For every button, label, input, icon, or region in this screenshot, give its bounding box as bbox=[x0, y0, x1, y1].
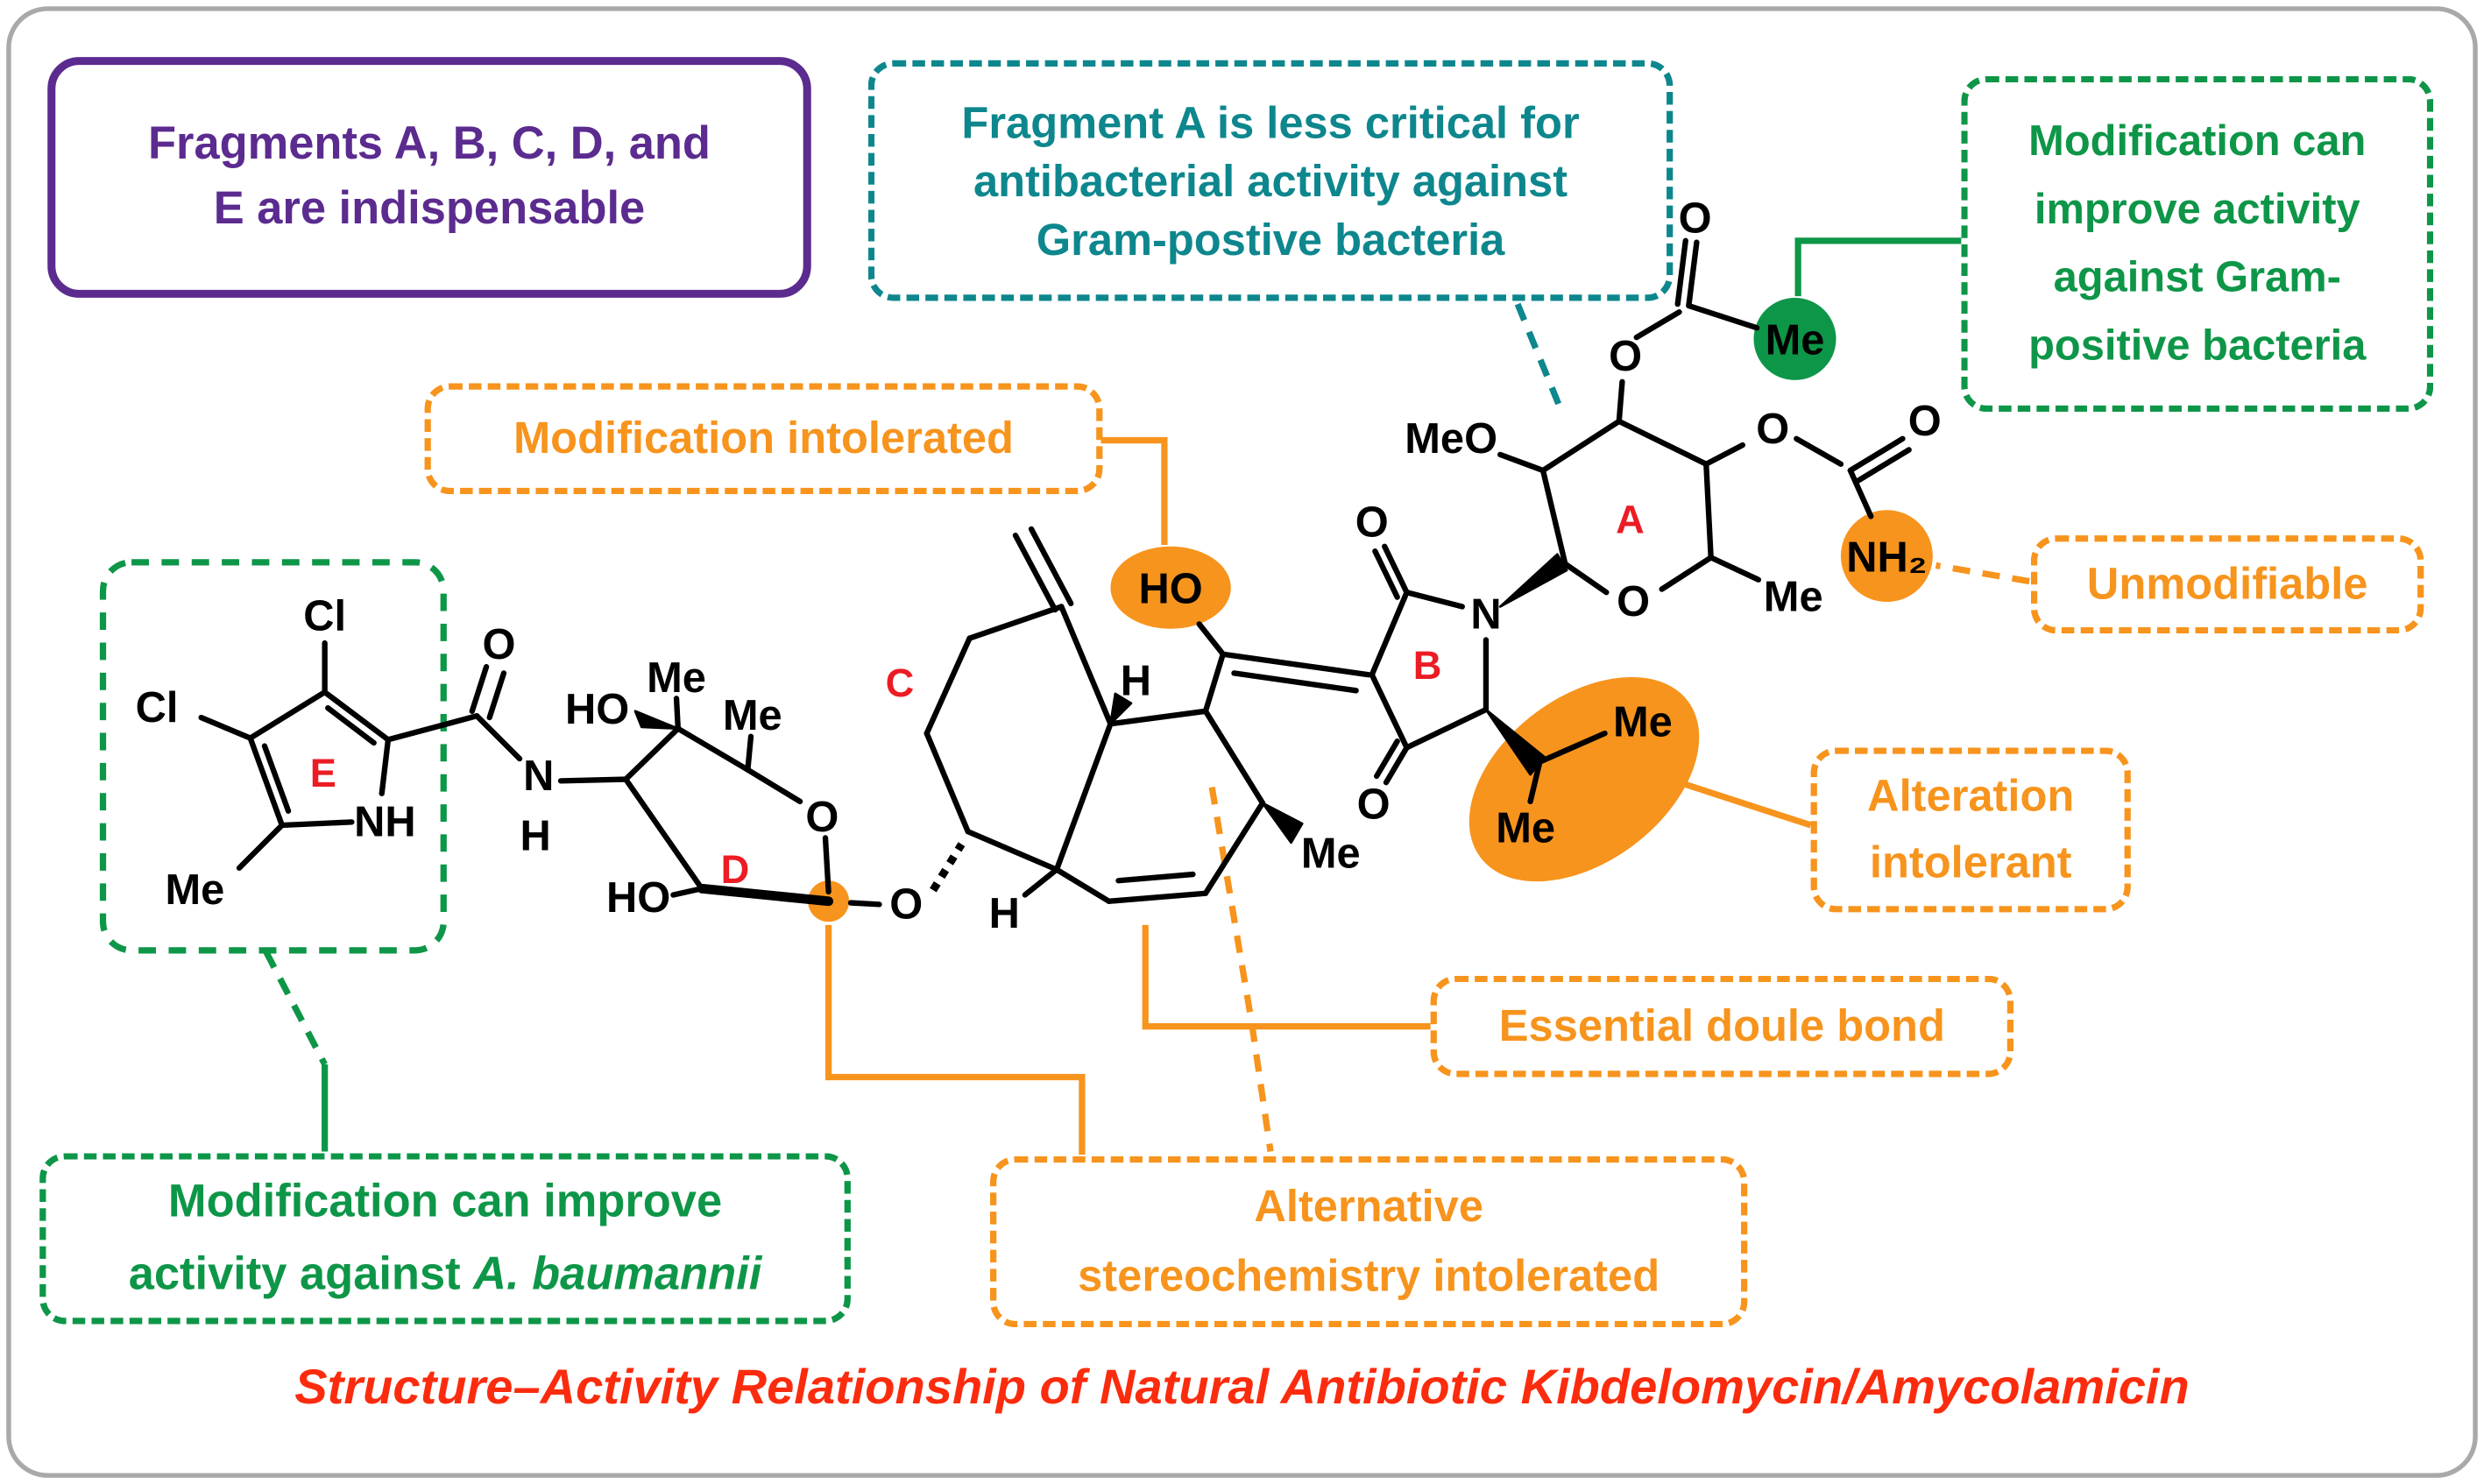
highlight-acetyl-me bbox=[1753, 297, 1836, 380]
callout-text-prefix: activity against bbox=[128, 1249, 461, 1301]
callout-text-line: Unmodifiable bbox=[2086, 559, 2368, 609]
callout-text-line: Fragment A is less critical for bbox=[961, 97, 1580, 147]
atom-label-nh2-carbamate: NH₂ bbox=[1846, 534, 1927, 581]
callout-modification-intolerated: Modification intolerated bbox=[424, 383, 1103, 495]
atom-label-me-sugar-d-1: Me bbox=[647, 654, 706, 702]
callout-connectors bbox=[263, 237, 2030, 1155]
atom-label-o-acetyl-ester: O bbox=[1609, 333, 1642, 380]
callout-text-line: stereochemistry intolerated bbox=[1078, 1251, 1660, 1301]
fragment-e-outline bbox=[99, 559, 447, 954]
atom-label-h-amide: H bbox=[520, 813, 550, 860]
callout-improve-baumannii: Modification can improve activity agains… bbox=[39, 1153, 851, 1325]
callout-alternative-stereochemistry: Alternative stereochemistry intolerated bbox=[990, 1155, 1748, 1328]
callout-text-line: activity against A. baumannii bbox=[129, 1239, 762, 1311]
connector-baumannii-dashed bbox=[263, 950, 328, 1066]
atom-label-n-amide: N bbox=[523, 753, 554, 800]
connector-gram-positive bbox=[1794, 237, 1962, 297]
callout-text-line: Modification intolerated bbox=[513, 413, 1014, 463]
connector-modification-intolerated bbox=[1100, 437, 1168, 545]
atom-label-cl-top: Cl bbox=[303, 592, 346, 640]
callout-text-line: E are indispensable bbox=[213, 183, 646, 235]
decalin-bonds bbox=[924, 526, 1372, 904]
callout-text-line: improve activity bbox=[2034, 185, 2360, 233]
fragment-label-b: B bbox=[1413, 643, 1442, 688]
species-name-italic: A. baumannii bbox=[473, 1249, 762, 1301]
atom-label-meo-sugar-a: MeO bbox=[1405, 415, 1497, 463]
highlight-isopropyl bbox=[1468, 676, 1700, 882]
fragment-e-bonds bbox=[198, 640, 392, 871]
atom-label-ho-sugar-d-bottom: HO bbox=[606, 874, 670, 922]
connector-unmodifiable bbox=[1935, 562, 2030, 585]
atom-label-o-tetramic-top: O bbox=[1355, 499, 1389, 547]
fragment-label-c: C bbox=[886, 661, 915, 705]
atom-label-me-acetyl: Me bbox=[1766, 317, 1825, 364]
fragment-letter-labels: A B C D E bbox=[310, 498, 1645, 893]
connector-fragment-a bbox=[1514, 302, 1564, 410]
atom-label-o-carbamate-carbonyl: O bbox=[1908, 398, 1942, 445]
connector-stereochemistry-1 bbox=[824, 924, 1086, 1155]
atom-label-o-carbamate-ester: O bbox=[1756, 406, 1789, 453]
callout-fragment-a-less-critical: Fragment A is less critical for antibact… bbox=[867, 60, 1674, 301]
atom-label-me-sugar-d-2: Me bbox=[723, 692, 782, 739]
fragment-label-d: D bbox=[721, 847, 750, 892]
callout-alteration-intolerant: Alteration intolerant bbox=[1810, 747, 2131, 913]
atom-label-ho-enol: HO bbox=[1139, 566, 1203, 613]
atom-label-o-tetramic-bottom: O bbox=[1357, 781, 1391, 828]
atom-labels: Cl Cl Me NH O N H HO Me Me HO O O HO H H… bbox=[136, 195, 1942, 938]
callout-fragments-indispensable: Fragments A, B, C, D, and E are indispen… bbox=[47, 57, 811, 298]
atom-label-me-pyrrole: Me bbox=[165, 866, 224, 914]
atom-label-h-ring-bottom: H bbox=[989, 890, 1020, 937]
sugar-a-bonds bbox=[1497, 237, 1912, 596]
callout-text-line: Alternative bbox=[1254, 1181, 1483, 1231]
atom-label-me-sugar-a: Me bbox=[1764, 574, 1823, 621]
callout-essential-double-bond: Essential doule bond bbox=[1430, 975, 2014, 1078]
atom-label-me-decalin: Me bbox=[1301, 830, 1361, 878]
connector-alteration-intolerant bbox=[1673, 777, 1812, 829]
sar-highlights bbox=[808, 297, 1933, 922]
atom-label-cl-left: Cl bbox=[136, 684, 179, 731]
callout-text-line: Alteration bbox=[1867, 771, 2075, 821]
callout-text-line: Gram-postive bacteria bbox=[1036, 214, 1505, 265]
highlight-carbamate-nh2 bbox=[1840, 510, 1933, 603]
callout-improve-gram-positive: Modification can improve activity agains… bbox=[1961, 75, 2434, 413]
atom-label-ho-sugar-d-top: HO bbox=[565, 686, 629, 733]
callout-text-line: positive bacteria bbox=[2028, 322, 2367, 370]
tetramic-bonds bbox=[1369, 543, 1608, 805]
callout-text-line: Essential doule bond bbox=[1498, 1000, 1945, 1050]
fragment-label-a: A bbox=[1616, 498, 1645, 542]
sugar-d-bonds bbox=[623, 696, 966, 908]
atom-label-me-isopropyl-2: Me bbox=[1496, 805, 1555, 852]
callout-text-line: Fragments A, B, C, D, and bbox=[148, 118, 711, 170]
callout-text-line: antibacterial activity against bbox=[973, 156, 1568, 206]
atom-label-n-tetramic: N bbox=[1470, 591, 1501, 639]
atom-label-o-ring-d: O bbox=[805, 794, 839, 841]
fragment-label-e: E bbox=[310, 751, 336, 795]
atom-label-o-glycosidic: O bbox=[889, 880, 923, 928]
atom-label-o-ring-a: O bbox=[1617, 578, 1650, 625]
figure-border bbox=[6, 6, 2478, 1478]
callout-unmodifiable: Unmodifiable bbox=[2030, 535, 2424, 634]
amide-bonds bbox=[385, 664, 629, 784]
callout-text-line: Modification can improve bbox=[167, 1177, 723, 1228]
figure-caption: Structure–Activity Relationship of Natur… bbox=[294, 1359, 2190, 1415]
callout-text-line: against Gram- bbox=[2053, 253, 2341, 301]
connector-essential-double-bond bbox=[1142, 924, 1431, 1030]
highlight-enol-oh bbox=[1110, 546, 1231, 629]
callout-text-line: Modification can bbox=[2028, 117, 2367, 166]
atom-label-nh-pyrrole: NH bbox=[354, 798, 415, 845]
atom-label-o-acetyl-carbonyl: O bbox=[1679, 195, 1712, 243]
atom-label-o-amide: O bbox=[483, 621, 516, 668]
atom-label-h-ring-top: H bbox=[1121, 657, 1151, 704]
atom-label-me-isopropyl-1: Me bbox=[1613, 698, 1673, 746]
callout-text-line: intolerant bbox=[1869, 837, 2072, 887]
